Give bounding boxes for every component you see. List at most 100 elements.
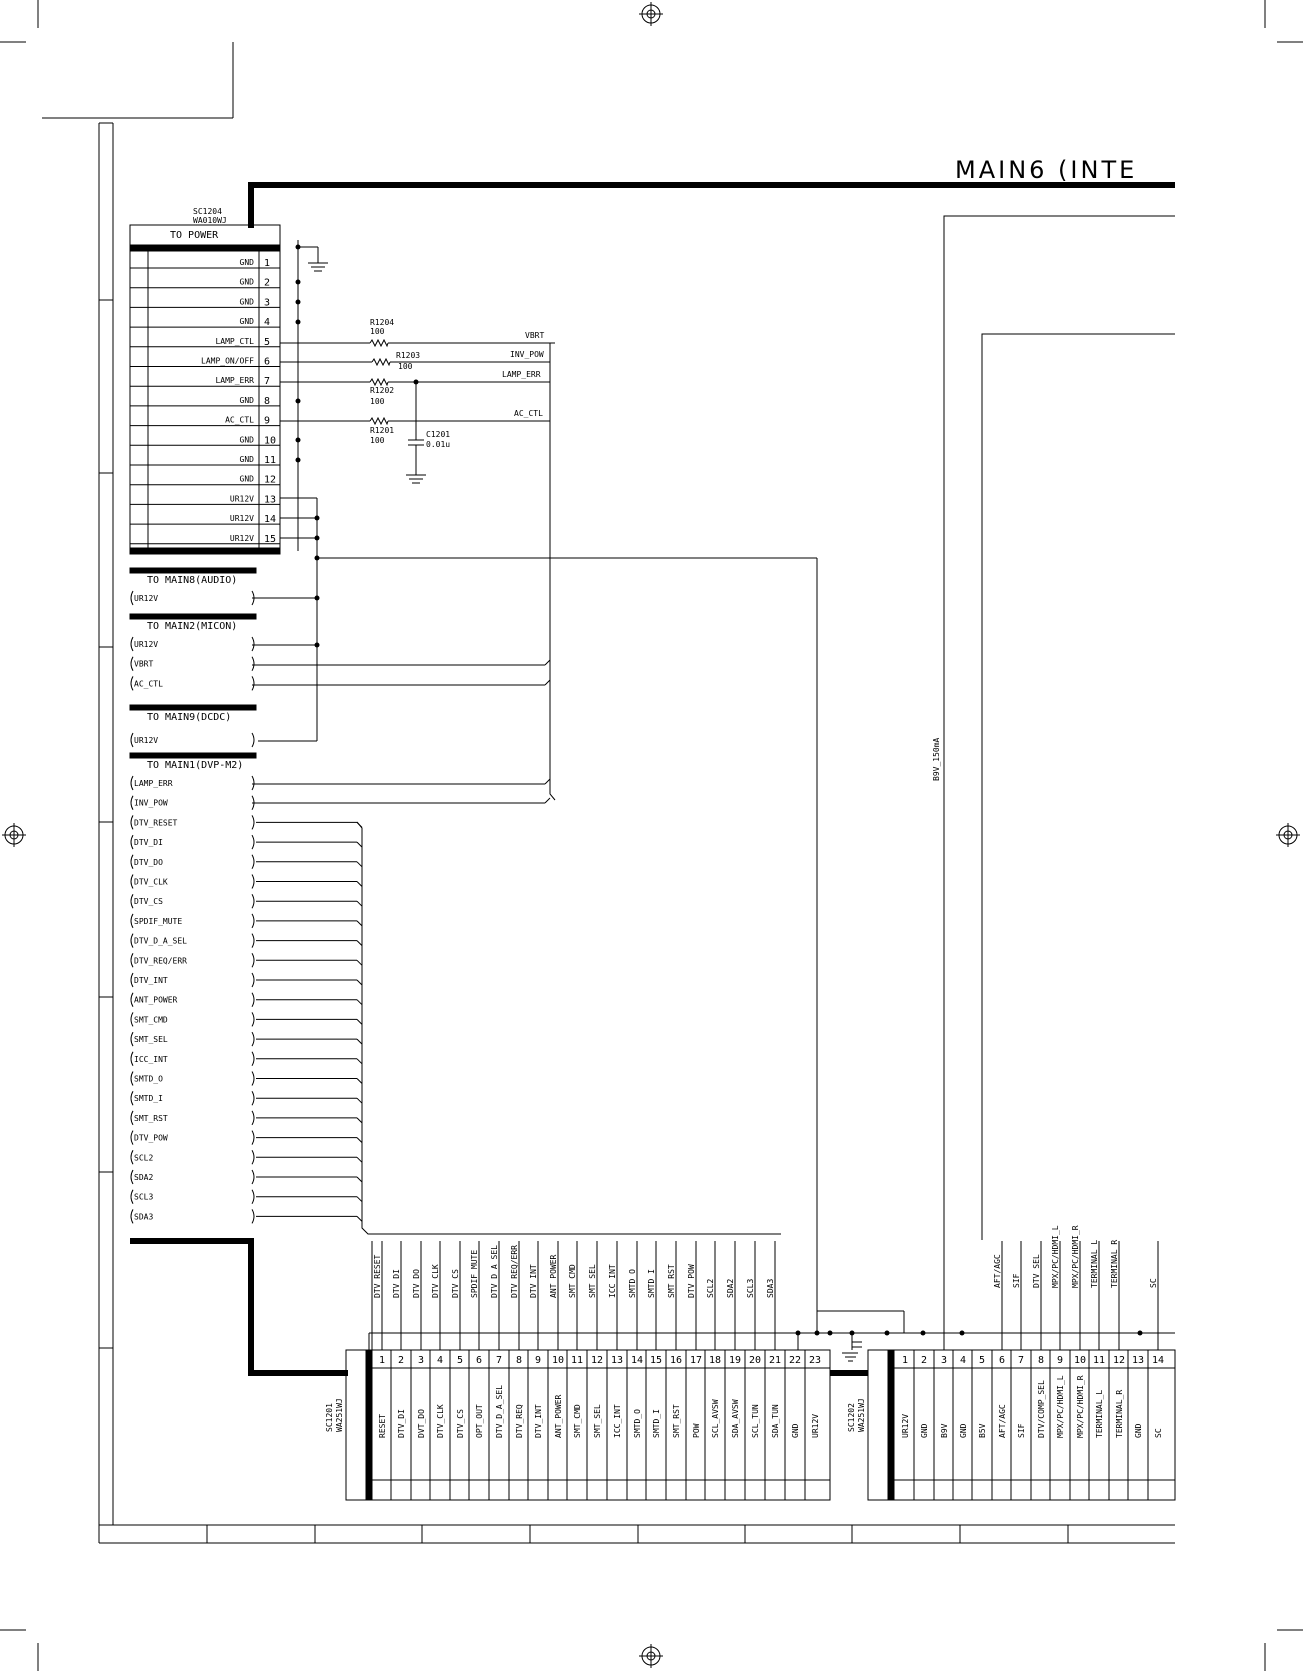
pin-number: 9 (535, 1355, 541, 1366)
offpage-connector: DTV_RESET (130, 815, 363, 830)
pin-name: GND (920, 1423, 929, 1438)
offpage-connector: SPDIF_MUTE (130, 913, 363, 929)
net-label: DTV_DI (392, 1269, 401, 1298)
pin-name: DTV_CLK (436, 1404, 445, 1438)
offpage-signal: DTV_RESET (134, 818, 178, 827)
pin-name: GND (240, 278, 255, 287)
pin-name: DTV_D_A_SEL (495, 1385, 504, 1438)
pin-number: 2 (398, 1355, 404, 1366)
pin-number: 9 (1057, 1355, 1063, 1366)
resistor-value: 100 (370, 436, 385, 445)
offpage-signal: DTV_CS (134, 897, 163, 906)
pin-name: SMT_RST (672, 1404, 681, 1438)
sc1204-connector (129, 224, 281, 555)
net-label: SDA2 (726, 1279, 735, 1298)
pin-name: UR12V (811, 1414, 820, 1438)
pin-name: UR12V (901, 1414, 910, 1438)
offpage-signal: DTV_CLK (134, 878, 168, 887)
pin-number: 5 (979, 1355, 985, 1366)
pin-number: 9 (264, 416, 270, 427)
offpage-signal: DTV_POW (134, 1134, 168, 1143)
connector-part: WA251WJ (335, 1398, 344, 1432)
offpage-signal: VBRT (134, 660, 153, 669)
net-label: SCL2 (706, 1279, 715, 1298)
connector-ref: SC1201 (325, 1403, 334, 1432)
net-label: DTV_D_A_SEL (490, 1245, 499, 1298)
pin-number: 12 (264, 475, 276, 486)
pin-name: GND (240, 297, 255, 306)
pin-number: 15 (650, 1355, 662, 1366)
offpage-signal: SCL3 (134, 1193, 153, 1202)
offpage-connector: SDA3 (130, 1209, 363, 1224)
offpage-connector: VBRT (130, 656, 255, 671)
offpage-signal: LAMP_ERR (134, 779, 173, 788)
net-label: SDA3 (766, 1279, 775, 1298)
offpage-connector: DTV_REQ/ERR (130, 953, 363, 968)
pin-number: 1 (264, 258, 270, 269)
net-label: SPDIF_MUTE (470, 1250, 479, 1298)
offpage-connector: DTV_CS (130, 893, 363, 909)
pin-name: GND (240, 396, 255, 405)
pin-name: GND (959, 1423, 968, 1438)
offpage-connector: SMT_RST (130, 1110, 363, 1126)
pin-name: UR12V (230, 494, 254, 503)
offpage-connector: DTV_POW (130, 1130, 363, 1145)
pin-name: GND (240, 317, 255, 326)
registration-mark (639, 2, 663, 26)
pin-name: DTV/COMP_SEL (1037, 1380, 1046, 1438)
pin-name: GND (240, 435, 255, 444)
offpage-signal: SDA3 (134, 1212, 153, 1221)
pin-number: 11 (571, 1355, 583, 1366)
offpage-connector: UR12V (130, 636, 255, 652)
net-label: SMTD_O (628, 1269, 637, 1298)
resistor-ref: R1201 (370, 426, 394, 435)
pin-name: LAMP_CTL (215, 337, 254, 346)
connector-part: WA010WJ (193, 216, 227, 225)
pin-number: 20 (749, 1355, 761, 1366)
pin-number: 12 (1113, 1355, 1125, 1366)
net-label: MPX/PC/HDMI_L (1051, 1225, 1060, 1288)
offpage-header: TO MAIN8(AUDIO) (147, 575, 237, 586)
pin-number: 7 (496, 1355, 502, 1366)
pin-number: 13 (264, 494, 276, 505)
pin-number: 22 (789, 1355, 801, 1366)
registration-mark (639, 1644, 663, 1668)
pin-name: POW (692, 1423, 701, 1438)
page-title: MAIN6 (INTE (955, 156, 1137, 184)
pin-name: OPT_OUT (475, 1404, 484, 1438)
net-label: SC (1149, 1278, 1158, 1288)
offpage-connector: ICC_INT (130, 1051, 363, 1067)
pin-number: 12 (591, 1355, 603, 1366)
offpage-connector: DTV_INT (130, 972, 363, 988)
pin-name: DTV_CS (456, 1409, 465, 1438)
offpage-connector: SMT_CMD (130, 1012, 363, 1027)
net-label: DTV_DO (412, 1269, 421, 1298)
net-label: DTV_POW (687, 1264, 696, 1298)
pin-name: GND (791, 1423, 800, 1438)
pin-number: 17 (690, 1355, 702, 1366)
net-label: DTV_REQ/ERR (510, 1245, 519, 1298)
net-label: DTV_RESET (373, 1254, 382, 1298)
pin-name: MPX/PC/HDMI_L (1056, 1375, 1065, 1438)
pin-number: 8 (264, 396, 270, 407)
net-label: TERMINAL_L (1090, 1240, 1099, 1288)
registration-mark (1276, 823, 1300, 847)
offpage-connector: INV_POW (130, 795, 255, 810)
net-label: ANT_POWER (549, 1254, 558, 1298)
resistor-ref: R1202 (370, 386, 394, 395)
offpage-signal: SMTD_I (134, 1094, 163, 1103)
pin-number: 8 (516, 1355, 522, 1366)
pin-number: 5 (264, 337, 270, 348)
net-label: SMT_RST (667, 1264, 676, 1298)
pin-number: 4 (264, 317, 270, 328)
pin-number: 15 (264, 534, 276, 545)
offpage-signal: DTV_REQ/ERR (134, 956, 187, 965)
offpage-connector: SCL2 (130, 1150, 363, 1165)
pin-name: SMTD_O (633, 1409, 642, 1438)
pin-number: 6 (476, 1355, 482, 1366)
offpage-header: TO MAIN2(MICON) (147, 621, 237, 632)
pin-name: B9V (940, 1423, 949, 1438)
resistor-value: 100 (370, 397, 385, 406)
resistor-ref: R1203 (396, 351, 420, 360)
